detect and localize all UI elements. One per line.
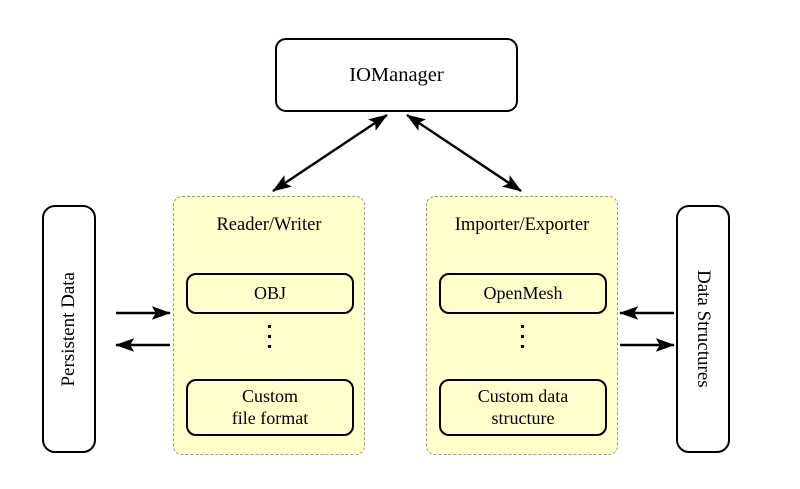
ellipsis-importer-exporter xyxy=(427,325,617,348)
custom-file-format-line-1: Custom xyxy=(241,386,298,407)
ellipsis-reader-writer xyxy=(174,325,364,348)
arrow-manager-importer-exporter xyxy=(406,114,522,192)
node-custom-data-structure: Custom data structure xyxy=(439,379,607,436)
panel-reader-writer-title: Reader/Writer xyxy=(216,215,322,235)
ellipsis-dot xyxy=(267,345,271,348)
node-custom-file-format: Custom file format xyxy=(186,379,354,436)
panel-importer-exporter-title: Importer/Exporter xyxy=(454,215,590,235)
node-openmesh-label: OpenMesh xyxy=(483,282,563,303)
custom-file-format-line-2: file format xyxy=(231,407,309,428)
node-custom-data-structure-label: Custom data structure xyxy=(478,386,569,428)
node-obj-label: OBJ xyxy=(253,282,286,303)
panel-reader-writer: Reader/Writer OBJ Custom file format xyxy=(173,196,365,455)
node-openmesh: OpenMesh xyxy=(439,273,607,314)
node-custom-file-format-label: Custom file format xyxy=(232,386,308,428)
ellipsis-dot xyxy=(267,325,271,328)
panel-importer-exporter: Importer/Exporter OpenMesh Custom data s… xyxy=(426,196,618,455)
node-obj: OBJ xyxy=(186,273,354,314)
persistent-data-label: Persistent Data xyxy=(57,271,79,387)
ellipsis-dot xyxy=(267,335,271,338)
node-persistent-data: Persistent Data xyxy=(42,205,96,453)
io-manager-label: IOManager xyxy=(349,63,444,86)
ellipsis-dot xyxy=(520,345,524,348)
node-io-manager: IOManager xyxy=(275,38,518,112)
custom-data-structure-line-1: Custom data xyxy=(477,386,569,407)
ellipsis-dot xyxy=(520,335,524,338)
arrow-manager-reader-writer xyxy=(272,114,388,192)
data-structures-label: Data Structures xyxy=(693,270,715,388)
node-data-structures: Data Structures xyxy=(676,205,730,453)
custom-data-structure-line-2: structure xyxy=(491,407,555,428)
ellipsis-dot xyxy=(520,325,524,328)
